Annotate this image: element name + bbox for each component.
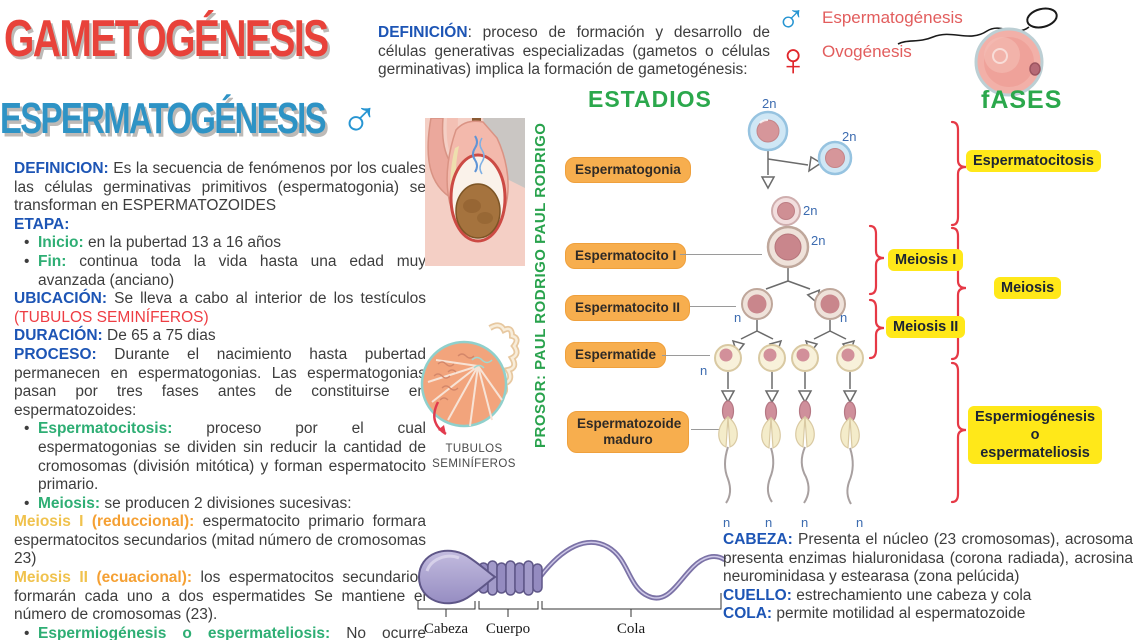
- paragraph-duracion: DURACIÓN: De 65 a 75 dias: [14, 327, 216, 345]
- sperm-parts-text-column: CABEZA: Presenta el núcleo (23 cromosoma…: [723, 531, 1133, 624]
- ploidy-label: n: [734, 310, 741, 325]
- bullet-fin: Fin: continua toda la vida hasta una eda…: [14, 253, 426, 290]
- ploidy-label: 2n: [803, 203, 817, 218]
- bullet-espermatocitosis: Espermatocitosis: proceso por el cual es…: [14, 420, 426, 494]
- ploidy-label: 2n: [811, 233, 825, 248]
- ploidy-label: n: [700, 363, 707, 378]
- page-title: GAMETOGÉNESIS: [4, 9, 329, 68]
- male-symbol-icon: ♂: [776, 0, 806, 40]
- ploidy-label: n: [801, 515, 808, 530]
- stage-label-espermatogonia: Espermatogonia: [565, 157, 691, 184]
- female-symbol-icon: ♀: [776, 33, 811, 85]
- paragraph-cuello: CUELLO: estrechamiento une cabeza y cola: [723, 586, 1032, 604]
- sperm-structure-diagram: Cabeza Cuerpo Cola: [417, 540, 727, 637]
- phase-label-meiosis-2: Meiosis II: [886, 316, 966, 339]
- connector-line: [662, 355, 710, 356]
- paragraph-meiosis-2: Meiosis II (ecuacional): los espermatoci…: [14, 569, 426, 624]
- phase-label-meiosis-1: Meiosis I: [888, 249, 964, 272]
- seminiferous-tubules-illustration: [420, 322, 520, 436]
- sperm-part-label-cola: Cola: [617, 621, 646, 637]
- stage-label-espermatozoide-maduro: Espermatozoide maduro: [567, 411, 689, 454]
- legend-espermatogenesis: Espermatogénesis: [822, 8, 963, 27]
- bullet-espermiogenesis: Espermiogénesis o espermateliosis: No oc…: [14, 625, 426, 640]
- ovum-icon: [974, 27, 1044, 97]
- ploidy-label: n: [765, 515, 772, 530]
- ploidy-label: 2n: [842, 129, 856, 144]
- tubulos-seminiferos-label: TUBULOS SEMINÍFEROS: [432, 443, 516, 470]
- stage-label-espermatocito-1: Espermatocito I: [565, 243, 687, 270]
- paragraph-proceso: PROCESO: Durante el nacimiento hasta pub…: [14, 345, 426, 419]
- legend-ovogenesis: Ovogénesis: [822, 42, 912, 61]
- paragraph-ubicacion: UBICACIÓN: Se lleva a cabo al interior d…: [14, 290, 426, 326]
- bullet-meiosis: Meiosis: se producen 2 divisiones sucesi…: [14, 495, 426, 514]
- connector-line: [680, 254, 762, 255]
- spermatogenesis-lineage-diagram: 2n 2n 2n 2n n n n n n n n: [700, 96, 864, 530]
- sperm-part-label-cabeza: Cabeza: [424, 621, 468, 637]
- phase-label-espermiogenesis: Espermiogénesis o espermateliosis: [968, 406, 1103, 465]
- ploidy-label: n: [856, 515, 863, 530]
- stage-label-espermatide: Espermatide: [565, 342, 667, 369]
- paragraph-cabeza: CABEZA: Presenta el núcleo (23 cromosoma…: [723, 531, 1133, 586]
- definition-paragraph: DEFINICIÓN: proceso de formación y desar…: [378, 24, 770, 79]
- paragraph-cola: COLA: permite motilidad al espermatozoid…: [723, 605, 1026, 623]
- ploidy-label: n: [840, 310, 847, 325]
- paragraph-definicion: DEFINICION: Es la secuencia de fenómenos…: [14, 160, 426, 215]
- male-symbol-icon: ♂: [340, 89, 379, 147]
- phase-label-meiosis: Meiosis: [994, 277, 1062, 300]
- fases-heading: fASES: [981, 86, 1063, 114]
- stage-label-espermatocito-2: Espermatocito II: [565, 295, 691, 322]
- left-text-column: DEFINICION: Es la secuencia de fenómenos…: [14, 160, 426, 640]
- connector-line: [691, 429, 723, 430]
- ploidy-label: n: [723, 515, 730, 530]
- testis-anatomy-illustration: [425, 118, 525, 266]
- phase-label-espermatocitosis: Espermatocitosis: [966, 150, 1101, 173]
- paragraph-meiosis-1: Meiosis I (reduccional): espermatocito p…: [14, 513, 426, 568]
- connector-line: [690, 306, 736, 307]
- paragraph-etapa: ETAPA:: [14, 215, 70, 233]
- ploidy-label: 2n: [762, 96, 776, 111]
- section-title-espermatogenesis: ESPERMATOGÉNESIS: [0, 94, 327, 143]
- sperm-part-label-cuerpo: Cuerpo: [486, 621, 530, 637]
- bullet-inicio: Inicio: en la pubertad 13 a 16 años: [14, 234, 426, 253]
- estadios-heading: ESTADIOS: [588, 86, 712, 112]
